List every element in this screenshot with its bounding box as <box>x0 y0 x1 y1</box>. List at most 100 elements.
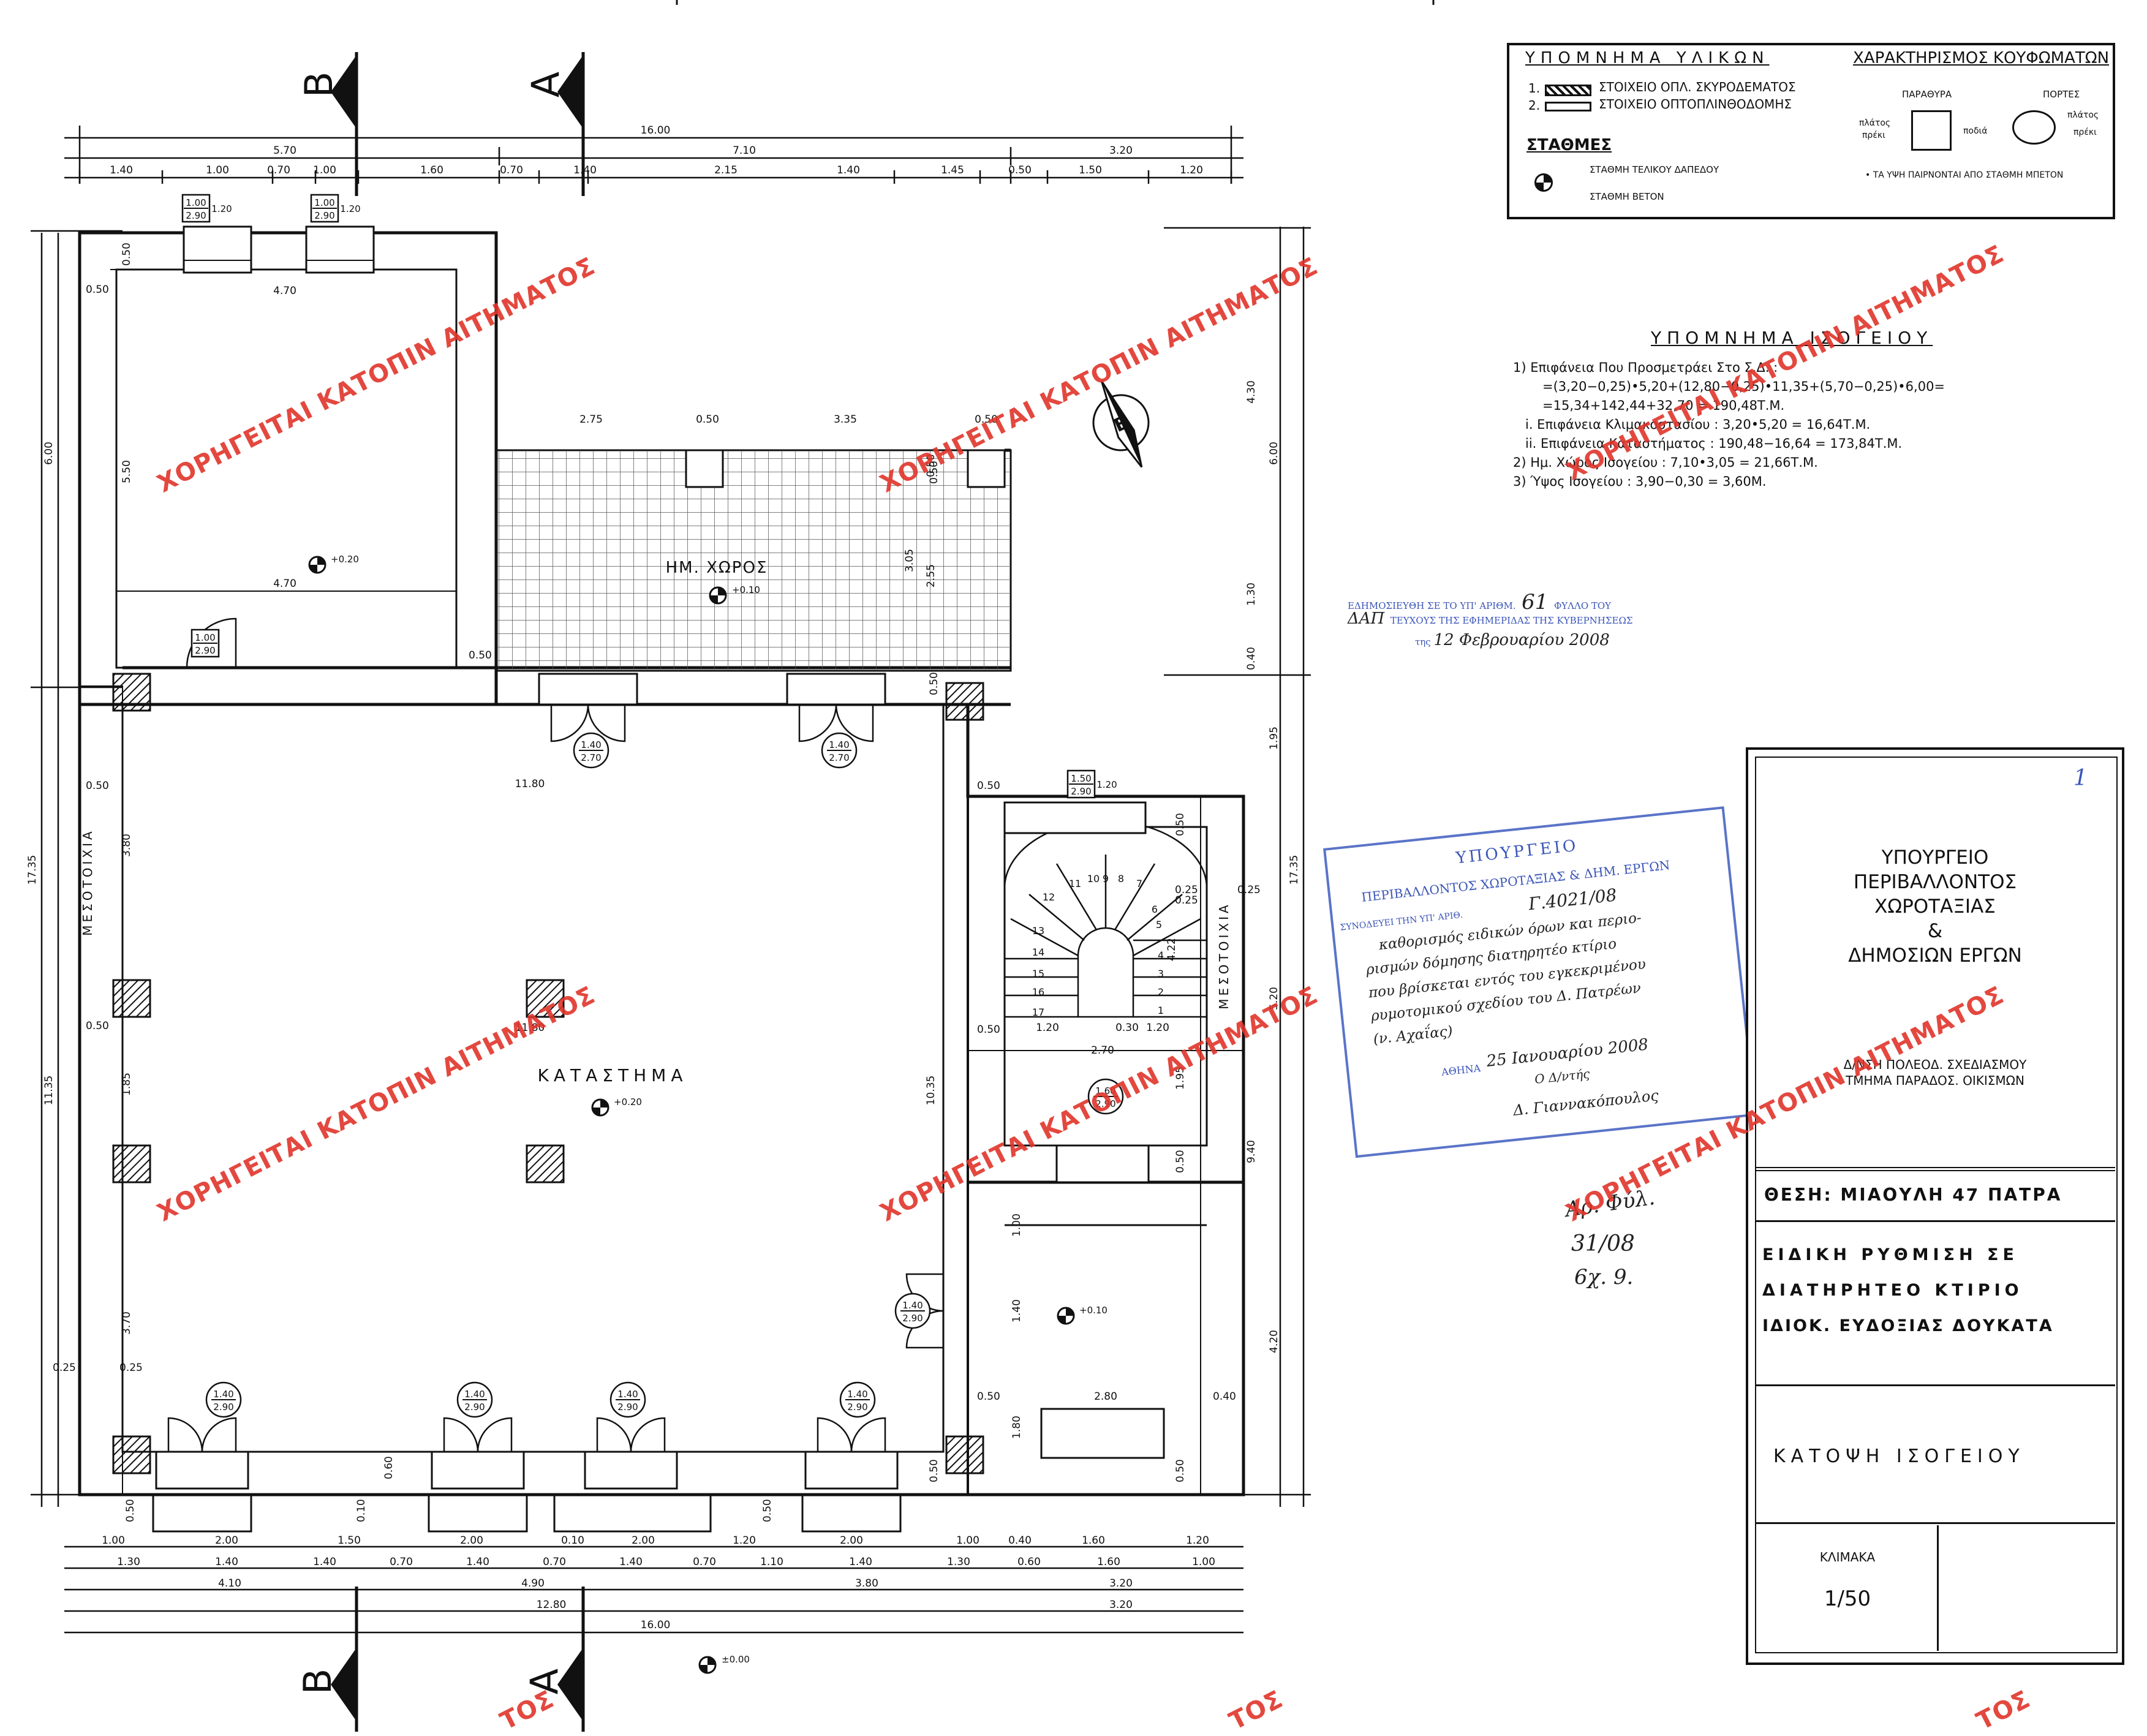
stair-number: 7 <box>1136 878 1142 889</box>
dept-block: Δ/ΝΣΗ ΠΟΛΕΟΔ. ΣΧΕΔΙΑΣΜΟΥ ΤΜΗΜΑ ΠΑΡΑΔΟΣ. … <box>1843 1057 2027 1088</box>
section-a-top: Α <box>523 52 585 196</box>
svg-text:0.50: 0.50 <box>124 1499 137 1522</box>
top-dim-label: 5.70 <box>273 145 296 157</box>
opening-label: 1.402.90 <box>894 1293 931 1329</box>
svg-text:4.30: 4.30 <box>1245 380 1258 404</box>
heights-note: • ΤΑ ΥΨΗ ΠΑΙΡΝΟΝΤΑΙ ΑΠΟ ΣΤΑΘΜΗ ΜΠΕΤΟΝ <box>1865 170 2064 180</box>
opening-height: 2.90 <box>617 1402 638 1413</box>
area-line: 3) Ύψος Ισογείου : 3,90−0,30 = 3,60Μ. <box>1513 474 1767 489</box>
bottom-dim-label: 3.20 <box>1109 1599 1133 1611</box>
inner-dimensions: 4.70 4.70 2.75 0.50 3.35 0.50 3.05 2.55 … <box>124 285 1198 1522</box>
bottom-dim-label: 1.40 <box>313 1556 336 1568</box>
opening-width: 1.40 <box>617 1389 638 1400</box>
bottom-dim-label: 1.20 <box>733 1534 756 1547</box>
stair-number: 12 <box>1043 891 1055 903</box>
svg-text:17.35: 17.35 <box>1288 855 1300 885</box>
svg-text:+0.20: +0.20 <box>614 1096 642 1108</box>
opening-label: 1.402.90 <box>839 1381 876 1418</box>
opening-label: 1.002.90 <box>191 628 220 658</box>
svg-text:0.50: 0.50 <box>121 243 133 266</box>
location-field: ΘΕΣΗ: ΜΙΑΟΥΛΗ 47 ΠΑΤΡΑ <box>1755 1170 2115 1222</box>
bottom-dim-label: 0.70 <box>543 1556 566 1568</box>
title-block <box>1746 747 2124 1665</box>
opening-height: 2.70 <box>829 752 849 763</box>
bottom-dim-label: 1.10 <box>760 1556 783 1568</box>
svg-text:0.50: 0.50 <box>928 1459 940 1482</box>
svg-text:0.50: 0.50 <box>928 461 940 484</box>
svg-text:11.80: 11.80 <box>515 1022 545 1034</box>
svg-text:3.80: 3.80 <box>121 834 133 857</box>
svg-text:0.25: 0.25 <box>1175 894 1198 907</box>
door-width-label: πλάτος <box>2067 110 2099 120</box>
svg-text:+0.10: +0.10 <box>1079 1305 1107 1316</box>
svg-text:0.25: 0.25 <box>119 1362 143 1374</box>
svg-text:10.35: 10.35 <box>925 1076 937 1106</box>
stair-number: 11 <box>1069 878 1081 889</box>
opening-width: 1.40 <box>829 739 849 750</box>
door-swings <box>167 617 1150 1453</box>
opening-width: 1.40 <box>902 1300 923 1311</box>
columns <box>112 673 984 1474</box>
top-dim-label: 1.00 <box>313 164 336 176</box>
opening-height: 2.90 <box>213 1402 233 1413</box>
stair-number: 14 <box>1032 946 1044 958</box>
area-line: ii. Επιφάνεια Καταστήματος : 190,48−16,6… <box>1525 436 1903 451</box>
svg-text:1.80: 1.80 <box>1011 1416 1023 1439</box>
mesotoixia-label-right: ΜΕΣΟΤΟΙΧΙΑ <box>1217 902 1231 1009</box>
semi-open-area-tiles <box>497 451 1009 670</box>
scale-box: ΚΛΙΜΑΚΑ 1/50 <box>1758 1525 1939 1651</box>
svg-text:4.70: 4.70 <box>273 578 296 590</box>
svg-text:1.00: 1.00 <box>1011 1213 1023 1237</box>
door-symbol-icon <box>2012 110 2056 145</box>
svg-text:1.40: 1.40 <box>1011 1299 1023 1323</box>
svg-text:0.50: 0.50 <box>1174 813 1187 836</box>
top-dim-label: 7.10 <box>733 145 756 157</box>
opening-label: 1.40 2.90 <box>456 1381 493 1418</box>
level-markers: +0.20 +0.10 +0.20 +0.10 ±0.00 <box>308 554 1107 1674</box>
bottom-dim-label: 1.60 <box>1082 1534 1105 1547</box>
bottom-dim-label: 1.00 <box>102 1534 125 1547</box>
opening-height: 2.90 <box>1095 1098 1115 1109</box>
svg-text:0.50: 0.50 <box>86 1020 109 1032</box>
subject-field: ΕΙΔΙΚΗ ΡΥΘΜΙΣΗ ΣΕ ΔΙΑΤΗΡΗΤΕΟ ΚΤΙΡΙΟ ΙΔΙΟ… <box>1762 1245 2054 1335</box>
handnote-3: 6χ. 9. <box>1574 1265 1634 1289</box>
window-symbol-icon <box>1911 110 1952 151</box>
bottom-dim-label: 1.20 <box>1186 1534 1209 1547</box>
levels-title: ΣΤΑΘΜΕΣ <box>1526 136 1612 154</box>
top-dim-label: 1.50 <box>1079 164 1102 176</box>
area-line: =15,34+142,44+32,70 = 190,48Τ.Μ. <box>1542 398 1785 413</box>
svg-text:1.95: 1.95 <box>1174 1066 1187 1090</box>
opening-height: 2.90 <box>314 210 334 221</box>
svg-text:0.50: 0.50 <box>1174 1459 1187 1482</box>
svg-text:Α: Α <box>523 72 568 97</box>
area-line: i. Επιφάνεια Κλιμακοστασίου : 3,20•5,20 … <box>1525 417 1871 432</box>
opening-width: 1.60 <box>1095 1085 1115 1096</box>
stair-number: 4 <box>1158 949 1164 961</box>
bottom-dim-label: 2.00 <box>215 1534 238 1547</box>
mesotoixia-label-left: ΜΕΣΟΤΟΙΧΙΑ <box>80 828 95 935</box>
areas-list: 1) Επιφάνεια Που Προσμετράει Στο Σ.Δ. : … <box>1513 358 1945 491</box>
top-dim-label: 1.60 <box>420 164 443 176</box>
publication-line1: ΕΔΗΜΟΣΙΕΥΘΗ ΣΕ ΤΟ ΥΠ' ΑΡΙΘΜ. 61 ΦΥΛΛΟ ΤΟ… <box>1348 590 1612 614</box>
top-dim-label: 1.40 <box>573 164 597 176</box>
stair-number: 9 <box>1103 873 1109 885</box>
opening-sill: 1.20 <box>211 203 232 214</box>
opening-height: 2.90 <box>464 1402 485 1413</box>
top-dim-label: 3.20 <box>1109 145 1133 157</box>
legend-item1-number: 1. <box>1528 81 1541 96</box>
svg-text:0.40: 0.40 <box>1245 647 1258 670</box>
bottom-dim-label: 1.30 <box>947 1556 970 1568</box>
drawing-title: ΚΑΤΟΨΗ ΙΣΟΓΕΙΟΥ <box>1773 1446 2025 1467</box>
svg-text:1.85: 1.85 <box>121 1073 133 1096</box>
opening-height: 2.90 <box>1071 786 1091 797</box>
svg-text:0.25: 0.25 <box>53 1362 76 1374</box>
opening-width: 1.40 <box>581 739 601 750</box>
svg-text:0.50: 0.50 <box>925 454 937 477</box>
opening-width: 1.40 <box>464 1389 485 1400</box>
svg-text:2.75: 2.75 <box>579 413 603 426</box>
publication-line2: ΔΑΠ ΤΕΥΧΟΥΣ ΤΗΣ ΕΦΗΜΕΡΙΔΑΣ ΤΗΣ ΚΥΒΕΡΝΗΣΕ… <box>1348 609 1633 628</box>
opening-width: 1.50 <box>1071 773 1091 784</box>
concrete-symbol-icon <box>1545 85 1591 96</box>
svg-text:Α: Α <box>522 1669 567 1694</box>
stair-number: 6 <box>1152 904 1158 915</box>
